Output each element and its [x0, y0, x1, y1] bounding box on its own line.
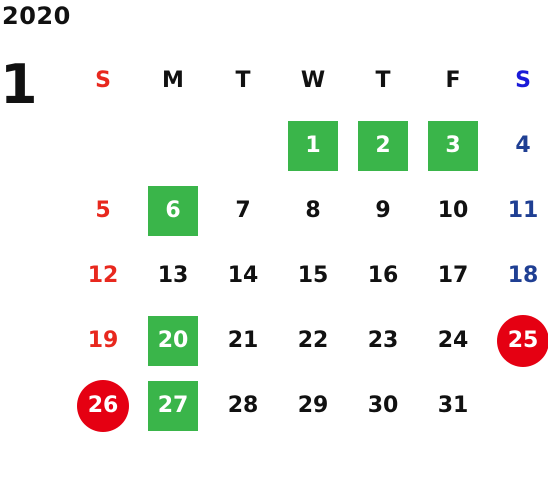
day-number: 20: [148, 315, 198, 366]
day-number: 8: [305, 198, 321, 223]
day-number: 16: [367, 263, 399, 288]
day-cell[interactable]: 13: [138, 243, 208, 308]
month-label: 1: [0, 53, 38, 116]
day-number: 4: [515, 133, 531, 158]
day-cell[interactable]: 23: [348, 308, 418, 373]
weekday-header-sun: S: [95, 68, 111, 93]
day-cell[interactable]: 2: [348, 113, 418, 178]
day-cell[interactable]: 17: [418, 243, 488, 308]
day-number: [78, 121, 128, 171]
day-number: 5: [95, 198, 111, 223]
day-cell[interactable]: 24: [418, 308, 488, 373]
day-number: 23: [367, 328, 399, 353]
day-number: 3: [428, 120, 478, 171]
day-number: 22: [297, 328, 329, 353]
day-cell[interactable]: 14: [208, 243, 278, 308]
day-cell: [138, 113, 208, 178]
day-number: 13: [157, 263, 189, 288]
day-cell[interactable]: 29: [278, 373, 348, 438]
day-cell[interactable]: 22: [278, 308, 348, 373]
day-cell[interactable]: 31: [418, 373, 488, 438]
day-cell[interactable]: 7: [208, 178, 278, 243]
day-number: 19: [87, 328, 119, 353]
day-number: 9: [375, 198, 391, 223]
weekday-header-sat: S: [515, 68, 531, 93]
day-cell[interactable]: 4: [488, 113, 548, 178]
day-number: 28: [227, 393, 259, 418]
day-cell[interactable]: 5: [68, 178, 138, 243]
day-number: [498, 381, 548, 431]
day-cell[interactable]: 15: [278, 243, 348, 308]
weekday-header-mon: M: [162, 68, 184, 93]
day-cell[interactable]: 16: [348, 243, 418, 308]
day-number: 15: [297, 263, 329, 288]
day-cell[interactable]: 27: [138, 373, 208, 438]
day-number: 31: [437, 393, 469, 418]
day-cell[interactable]: 20: [138, 308, 208, 373]
day-number: 11: [507, 198, 539, 223]
day-cell: [68, 113, 138, 178]
day-cell[interactable]: 18: [488, 243, 548, 308]
day-cell[interactable]: 30: [348, 373, 418, 438]
day-number: 27: [148, 380, 198, 431]
day-number: 18: [507, 263, 539, 288]
day-cell[interactable]: 19: [68, 308, 138, 373]
day-cell[interactable]: 8: [278, 178, 348, 243]
day-cell[interactable]: 1: [278, 113, 348, 178]
day-number: 1: [288, 120, 338, 171]
day-number: [218, 121, 268, 171]
day-number: 21: [227, 328, 259, 353]
day-number: 30: [367, 393, 399, 418]
day-number: 6: [148, 185, 198, 236]
day-number: 2: [358, 120, 408, 171]
day-cell[interactable]: 3: [418, 113, 488, 178]
day-cell[interactable]: 6: [138, 178, 208, 243]
day-cell[interactable]: 25: [488, 308, 548, 373]
day-cell: [488, 373, 548, 438]
day-number: [148, 121, 198, 171]
day-number: 7: [235, 198, 251, 223]
weekday-header-tue: T: [235, 68, 251, 93]
day-cell[interactable]: 26: [68, 373, 138, 438]
day-cell[interactable]: 28: [208, 373, 278, 438]
day-cell[interactable]: 12: [68, 243, 138, 308]
day-cell: [208, 113, 278, 178]
day-number: 17: [437, 263, 469, 288]
day-number: 12: [87, 263, 119, 288]
year-label: 2020: [2, 2, 71, 30]
weekday-header-wed: W: [300, 68, 326, 93]
day-number: 14: [227, 263, 259, 288]
weekday-header-fri: F: [445, 68, 461, 93]
day-cell[interactable]: 9: [348, 178, 418, 243]
day-number: 10: [437, 198, 469, 223]
day-cell[interactable]: 10: [418, 178, 488, 243]
day-number: 26: [77, 379, 129, 432]
day-cell[interactable]: 11: [488, 178, 548, 243]
day-number: 29: [297, 393, 329, 418]
weekday-header-thu: T: [375, 68, 391, 93]
day-number: 24: [437, 328, 469, 353]
day-cell[interactable]: 21: [208, 308, 278, 373]
day-number: 25: [497, 314, 548, 367]
